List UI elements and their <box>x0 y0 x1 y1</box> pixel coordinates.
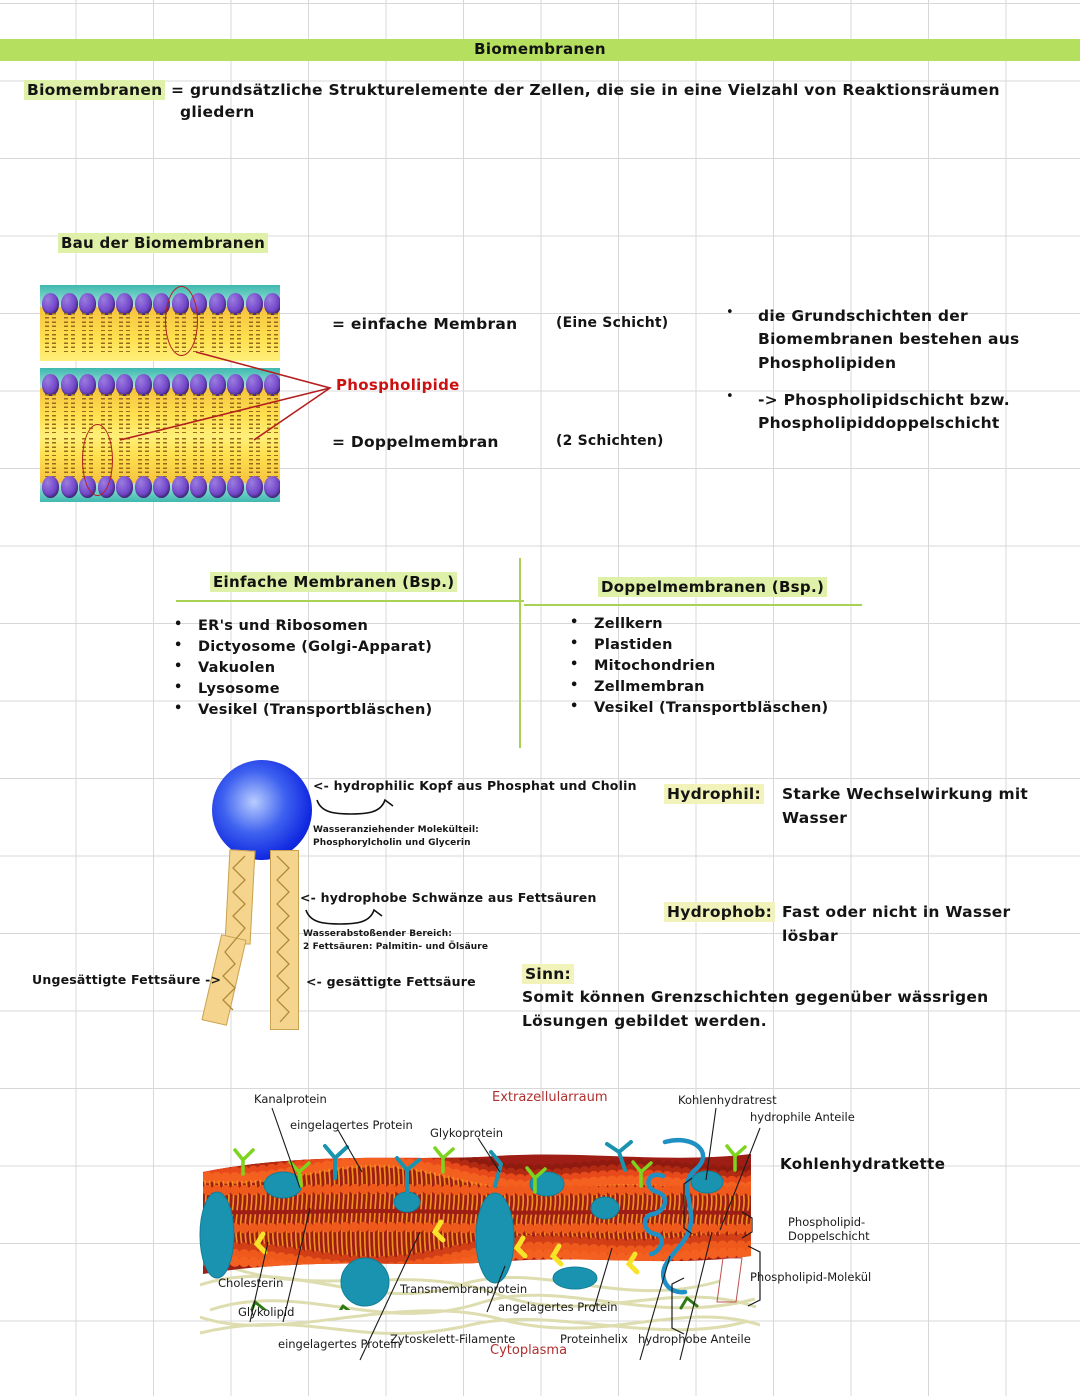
table-list-double: ZellkernPlastidenMitochondrienZellmembra… <box>560 615 920 721</box>
hydrophob-definition-line-2: lösbar <box>782 927 838 946</box>
label-transmembranprotein: Transmembranprotein <box>400 1282 528 1296</box>
list-item: Dictyosome (Golgi-Apparat) <box>164 638 524 655</box>
saturated-fatty-acid-tail <box>268 850 302 1030</box>
hydrophob-definition-line-1: Fast oder nicht in Wasser <box>782 903 1011 921</box>
label-phospholipid-doppelschicht-line-2: Doppelschicht <box>788 1229 870 1243</box>
hydrophil-term-text: Hydrophil: <box>664 784 764 804</box>
unsaturated-fatty-acid-tail <box>201 849 265 1026</box>
sinn-text-line-1: Somit können Grenzschichten gegenüber wä… <box>522 988 989 1006</box>
label-glykolipid: Glykolipid <box>238 1305 295 1319</box>
structure-bullets: • die Grundschichten der Biomembranen be… <box>726 305 1056 435</box>
structure-bullet-1-line-2: Biomembranen bestehen aus <box>758 330 1020 349</box>
list-item: Mitochondrien <box>560 657 920 674</box>
hydrophilic-head-note: Wasseranziehender Molekülteil: Phosphory… <box>313 824 479 850</box>
hydrophobic-tail-note-line-1: Wasserabstoßender Bereich: <box>303 929 452 939</box>
single-membrane-note: (Eine Schicht) <box>556 315 669 331</box>
sinn-term: Sinn: <box>522 962 574 986</box>
intro-term: Biomembranen <box>24 80 166 100</box>
label-proteinhelix: Proteinhelix <box>560 1332 628 1346</box>
bullet-dot-icon: • <box>726 305 734 320</box>
label-angelagertes-protein: angelagertes Protein <box>498 1300 618 1314</box>
single-membrane-label: = einfache Membran <box>332 315 518 333</box>
list-item: Vesikel (Transportbläschen) <box>164 701 524 718</box>
hydrophilic-head-note-line-1: Wasseranziehender Molekülteil: <box>313 825 479 835</box>
single-membrane-highlight-circle <box>165 286 198 356</box>
bullet-dot-icon: • <box>726 388 734 404</box>
list-item: Zellkern <box>560 615 920 632</box>
head-brace-icon <box>316 798 394 815</box>
label-extrazellularraum: Extrazellularraum <box>492 1090 608 1105</box>
intro-definition-line1: grundsätzliche Strukturelemente der Zell… <box>189 81 1000 99</box>
label-glykoprotein: Glykoprotein <box>430 1126 504 1140</box>
hydrophilic-head-note-line-2: Phosphorylcholin und Glycerin <box>313 838 471 849</box>
structure-bullet-2: • -> Phospholipidschicht bzw. Phospholip… <box>726 389 1056 436</box>
label-cholesterin: Cholesterin <box>218 1276 284 1290</box>
label-eingelagertes-protein-top: eingelagertes Protein <box>290 1118 413 1132</box>
list-item: Vakuolen <box>164 659 524 676</box>
list-item: Vesikel (Transportbläschen) <box>560 699 920 716</box>
structure-bullet-1-line-1: die Grundschichten der <box>758 307 968 325</box>
list-item: Plastiden <box>560 636 920 653</box>
structure-heading: Bau der Biomembranen <box>58 232 269 255</box>
label-phospholipid-doppelschicht-line-1: Phospholipid- <box>788 1215 866 1229</box>
double-membrane-note: (2 Schichten) <box>556 433 664 449</box>
structure-heading-text: Bau der Biomembranen <box>58 233 269 253</box>
hydrophil-definition: Starke Wechselwirkung mit Wasser <box>782 782 1072 830</box>
double-membrane-label: = Doppelmembran <box>332 433 499 451</box>
label-phospholipid-molekuel: Phospholipid-Molekül <box>750 1270 872 1284</box>
structure-bullet-1-line-3: Phospholipiden <box>758 353 897 372</box>
label-phospholipid-doppelschicht: Phospholipid- Doppelschicht <box>788 1215 870 1243</box>
label-hydrophobe-anteile: hydrophobe Anteile <box>638 1332 751 1346</box>
double-membrane-figure <box>40 368 280 502</box>
single-membrane-figure <box>40 285 280 361</box>
label-kanalprotein: Kanalprotein <box>254 1092 327 1106</box>
list-item: Zellmembran <box>560 678 920 695</box>
table-header-single: Einfache Membranen (Bsp.) <box>210 572 458 592</box>
label-hydrophile-anteile: hydrophile Anteile <box>750 1110 855 1124</box>
hydrophob-term: Hydrophob: <box>664 900 776 924</box>
phospholipide-callout: Phospholipide <box>336 376 460 394</box>
label-eingelagertes-protein-bottom: eingelagertes Protein <box>278 1337 401 1351</box>
table-list-single: ER's und RibosomenDictyosome (Golgi-Appa… <box>164 617 524 723</box>
hydrophil-term: Hydrophil: <box>664 782 764 806</box>
unsaturated-fatty-acid-label: Ungesättigte Fettsäure -> <box>32 972 222 987</box>
label-zytoskelett-filamente: Zytoskelett-Filamente <box>390 1332 516 1346</box>
hydrophil-definition-line-1: Starke Wechselwirkung mit <box>782 785 1029 803</box>
unsaturated-zigzag-icon <box>222 855 246 1011</box>
page-title: Biomembranen <box>474 40 606 58</box>
hydrophobic-tail-label: <- hydrophobe Schwänze aus Fettsäuren <box>300 890 597 905</box>
intro-equals: = <box>171 81 185 99</box>
hydrophob-definition: Fast oder nicht in Wasser lösbar <box>782 900 1072 948</box>
double-membrane-highlight-circle <box>82 424 113 496</box>
structure-bullet-2-line-1: -> Phospholipidschicht bzw. <box>758 390 1010 409</box>
table-rule-left <box>176 600 524 602</box>
table-rule-right <box>524 604 862 606</box>
list-item: Lysosome <box>164 680 524 697</box>
table-header-double: Doppelmembranen (Bsp.) <box>598 577 828 597</box>
saturated-fatty-acid-label: <- gesättigte Fettsäure <box>306 974 476 989</box>
hydrophilic-head-label: <- hydrophilic Kopf aus Phosphat und Cho… <box>313 778 637 793</box>
phospholipid-head-sphere <box>212 760 312 860</box>
hydrophobic-tail-note: Wasserabstoßender Bereich: 2 Fettsäuren:… <box>303 928 488 954</box>
list-item: ER's und Ribosomen <box>164 617 524 634</box>
saturated-zigzag-icon <box>276 855 290 1023</box>
fluid-mosaic-figure: Kanalprotein eingelagertes Protein Glyko… <box>0 1060 1080 1396</box>
sinn-text: Somit können Grenzschichten gegenüber wä… <box>522 985 1062 1033</box>
intro-definition-line2: gliedern <box>180 103 255 121</box>
table-header-double-text: Doppelmembranen (Bsp.) <box>598 577 828 597</box>
sinn-text-line-2: Lösungen gebildet werden. <box>522 1012 767 1031</box>
structure-bullet-2-line-2: Phospholipiddoppelschicht <box>758 414 1000 432</box>
label-cytoplasma: Cytoplasma <box>490 1343 568 1358</box>
table-header-single-text: Einfache Membranen (Bsp.) <box>210 572 458 592</box>
label-kohlenhydratrest: Kohlenhydratrest <box>678 1093 777 1107</box>
hydrophobic-tail-note-line-2: 2 Fettsäuren: Palmitin- und Ölsäure <box>303 942 489 953</box>
hydrophil-definition-line-2: Wasser <box>782 809 848 828</box>
tail-brace-icon <box>305 908 383 925</box>
structure-bullet-1: • die Grundschichten der Biomembranen be… <box>726 305 1056 375</box>
intro-definition: Biomembranen = grundsätzliche Strukturel… <box>24 78 1054 102</box>
hydrophob-term-text: Hydrophob: <box>664 902 776 922</box>
sinn-term-text: Sinn: <box>522 964 574 984</box>
page-title-bar: Biomembranen <box>0 39 1080 61</box>
label-kohlenhydratkette: Kohlenhydratkette <box>780 1155 946 1173</box>
